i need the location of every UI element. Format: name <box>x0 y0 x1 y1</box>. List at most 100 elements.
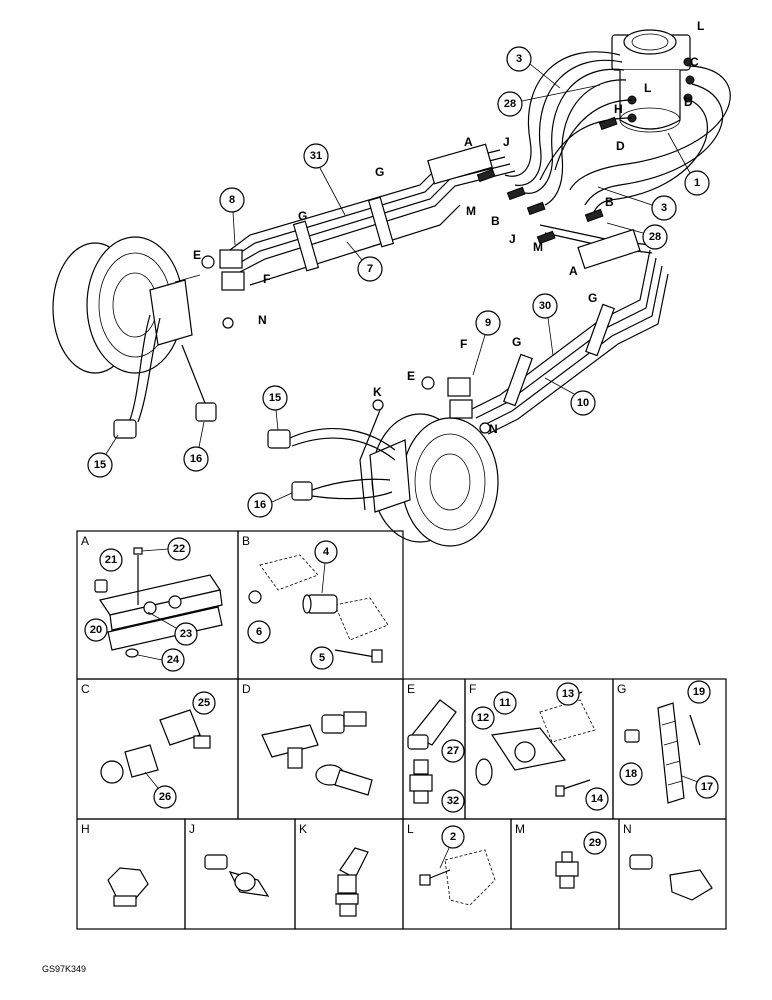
label-N-left: N <box>258 313 267 327</box>
callout-2: 2 <box>441 825 465 849</box>
panel-K-label: K <box>299 822 307 836</box>
callout-26: 26 <box>153 785 177 809</box>
svg-text:16: 16 <box>190 453 202 465</box>
callout-17: 17 <box>695 775 719 799</box>
label-H: H <box>614 102 623 116</box>
small-fittings <box>476 116 618 245</box>
panel-C-drawing: 25 26 <box>100 691 216 809</box>
svg-text:9: 9 <box>485 317 491 329</box>
panel-M-drawing: 29 <box>555 831 607 889</box>
right-track-motor <box>369 413 499 547</box>
label-E-right: E <box>407 369 415 383</box>
main-assembly: A A B B C D D E E F F G G G G H J J K L … <box>52 19 731 547</box>
callout-32: 32 <box>441 789 465 813</box>
callout-29: 29 <box>583 831 607 855</box>
callout-16-left: 16 <box>183 446 209 472</box>
svg-text:20: 20 <box>90 624 102 636</box>
panel-M-label: M <box>515 822 525 836</box>
svg-text:23: 23 <box>180 628 192 640</box>
callout-30: 30 <box>532 293 558 319</box>
callout-14: 14 <box>585 787 609 811</box>
callout-3-top: 3 <box>506 46 532 72</box>
label-J-upper: J <box>503 135 510 149</box>
callout-1: 1 <box>684 170 710 196</box>
label-B-lower: B <box>605 195 614 209</box>
callout-11: 11 <box>493 691 517 715</box>
svg-text:24: 24 <box>167 654 180 666</box>
callout-10: 10 <box>570 390 596 416</box>
svg-text:16: 16 <box>254 499 266 511</box>
callout-24: 24 <box>161 648 185 672</box>
label-D-right: D <box>684 95 693 109</box>
svg-text:22: 22 <box>173 543 185 555</box>
svg-text:28: 28 <box>649 231 661 243</box>
label-N-right: N <box>489 422 498 436</box>
svg-text:17: 17 <box>701 781 713 793</box>
swivel-joint <box>611 29 695 133</box>
label-G-4: G <box>588 291 597 305</box>
svg-text:28: 28 <box>504 98 516 110</box>
svg-text:31: 31 <box>310 150 322 162</box>
svg-text:7: 7 <box>367 263 373 275</box>
label-G-3: G <box>512 335 521 349</box>
svg-text:30: 30 <box>539 300 551 312</box>
svg-text:26: 26 <box>159 791 171 803</box>
detail-panels <box>76 530 727 930</box>
callout-23: 23 <box>174 622 198 646</box>
label-A-upper: A <box>464 135 473 149</box>
svg-text:3: 3 <box>516 53 522 65</box>
svg-text:1: 1 <box>694 177 700 189</box>
panel-D-drawing <box>261 711 373 796</box>
label-M-upper: M <box>466 204 476 218</box>
callout-3-right: 3 <box>651 195 677 221</box>
panel-E-label: E <box>407 682 415 696</box>
svg-text:11: 11 <box>499 697 511 709</box>
panel-K-drawing <box>335 847 369 917</box>
svg-text:15: 15 <box>94 459 106 471</box>
callout-13: 13 <box>556 682 580 706</box>
callout-5: 5 <box>310 646 334 670</box>
callout-15-right: 15 <box>262 385 288 411</box>
svg-text:4: 4 <box>323 546 330 558</box>
label-B-upper: B <box>491 214 500 228</box>
panel-B-label: B <box>242 534 250 548</box>
callout-20: 20 <box>84 618 108 642</box>
panel-A-drawing: 21 22 20 23 24 <box>84 537 223 672</box>
left-track-motor <box>52 236 201 374</box>
svg-text:15: 15 <box>269 392 281 404</box>
panel-J-drawing <box>204 854 270 897</box>
svg-text:13: 13 <box>562 688 574 700</box>
svg-text:18: 18 <box>625 768 637 780</box>
panel-A-label: A <box>81 534 89 548</box>
callout-7: 7 <box>357 256 383 282</box>
callout-6: 6 <box>247 620 271 644</box>
mounting-bolts <box>113 314 396 511</box>
label-F-left: F <box>263 272 270 286</box>
panel-G-drawing: 19 18 17 <box>619 680 719 804</box>
label-A-lower: A <box>569 264 578 278</box>
svg-text:19: 19 <box>693 686 705 698</box>
panel-L-label: L <box>407 822 414 836</box>
label-K: K <box>373 385 382 399</box>
svg-text:8: 8 <box>229 194 235 206</box>
callout-31: 31 <box>303 143 329 169</box>
callout-15-left: 15 <box>87 452 113 478</box>
panel-D-label: D <box>242 682 251 696</box>
label-C: C <box>690 55 699 69</box>
panel-E-drawing: 27 32 <box>407 699 465 813</box>
label-F-right: F <box>460 337 467 351</box>
callout-8: 8 <box>219 187 245 213</box>
label-J-lower: J <box>509 232 516 246</box>
label-L-mid: L <box>644 81 651 95</box>
svg-text:5: 5 <box>319 652 325 664</box>
callout-27: 27 <box>441 739 465 763</box>
panel-L-drawing: 2 <box>419 825 496 906</box>
label-L-top: L <box>697 19 704 33</box>
svg-text:3: 3 <box>661 202 667 214</box>
main-callouts: 1 3 3 28 28 31 8 7 9 30 10 15 15 <box>87 46 710 518</box>
label-D-left: D <box>616 139 625 153</box>
callout-22: 22 <box>167 537 191 561</box>
svg-text:29: 29 <box>589 837 601 849</box>
callout-4: 4 <box>314 540 338 564</box>
